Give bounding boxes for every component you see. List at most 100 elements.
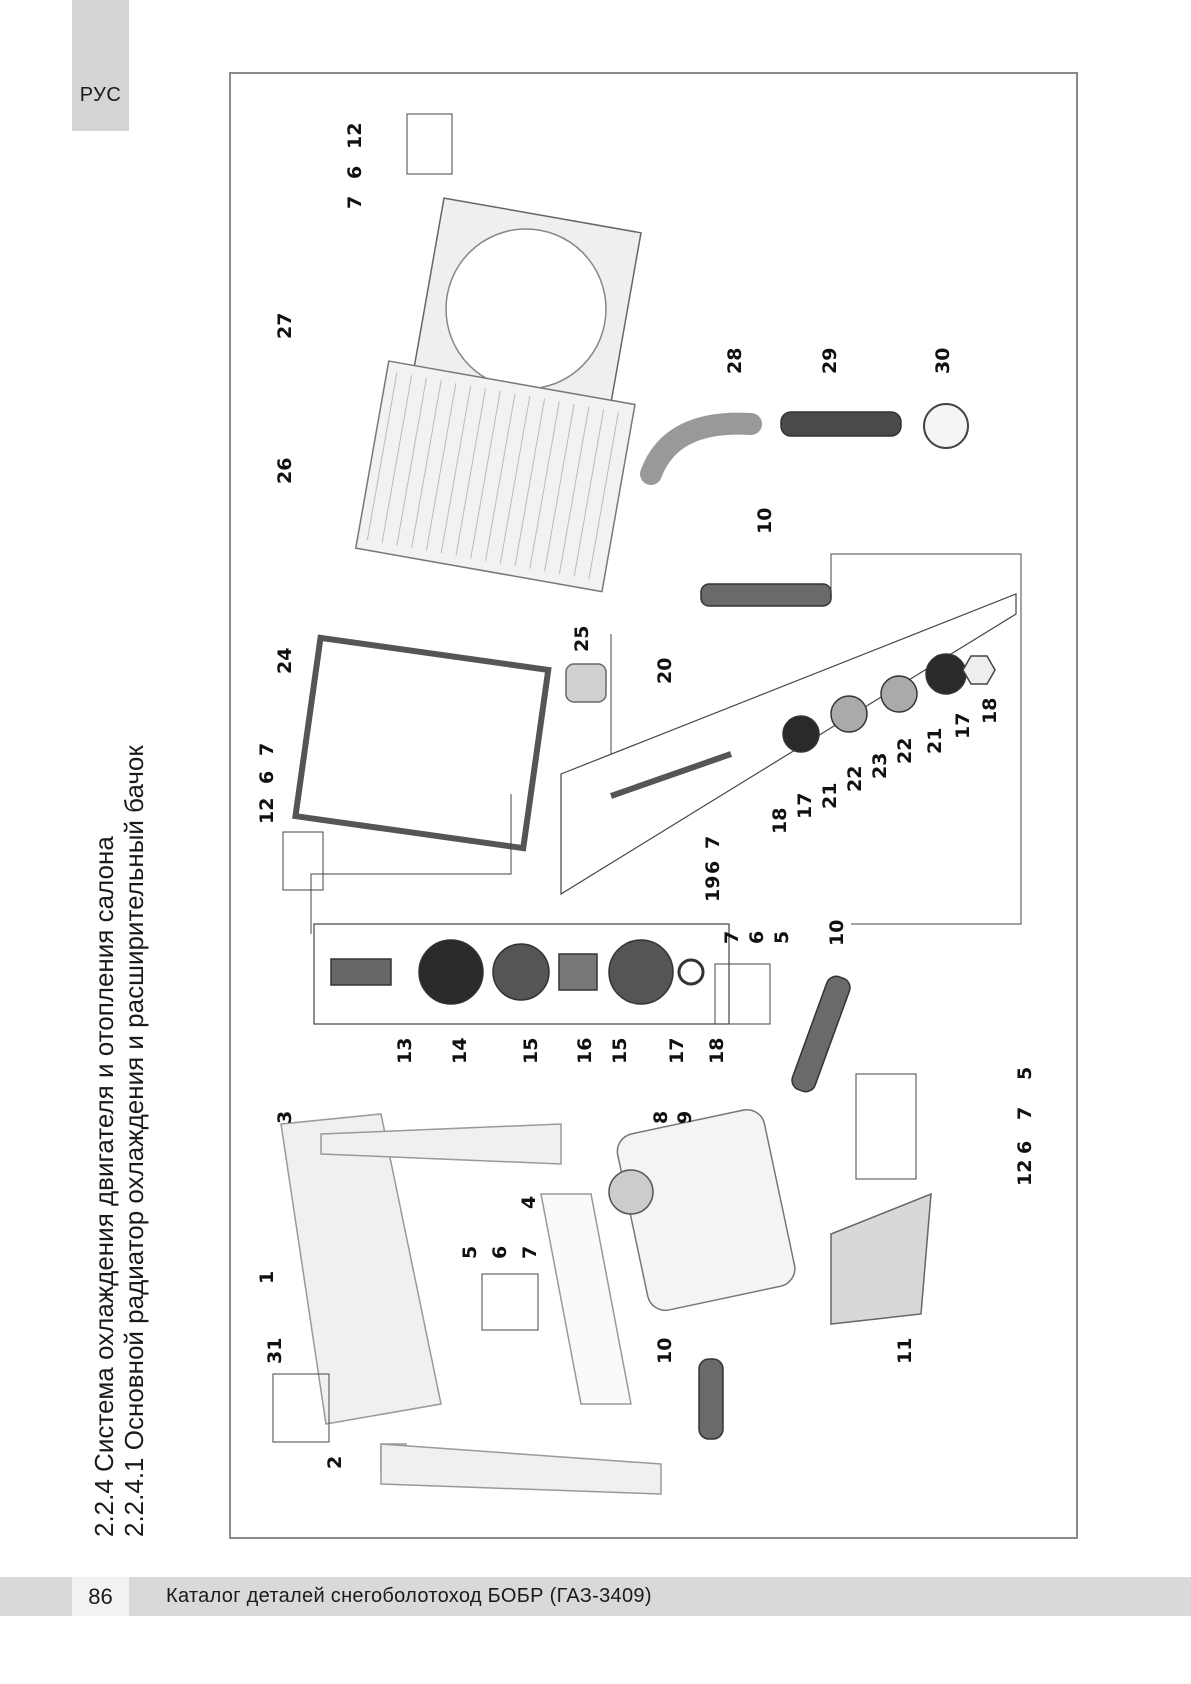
callout-7-rod: 7 xyxy=(702,836,724,849)
part-sleeve xyxy=(558,953,598,991)
callout-5-right: 5 xyxy=(1014,1067,1036,1080)
part-washer-21a xyxy=(782,715,820,753)
exploded-parts-diagram: 12 6 7 27 26 28 29 30 10 24 25 20 7 6 12… xyxy=(256,113,1036,1495)
callout-23: 23 xyxy=(869,753,891,779)
callout-3: 3 xyxy=(274,1111,296,1124)
callout-6-top: 6 xyxy=(344,166,366,179)
fastener-box-top xyxy=(406,113,453,175)
callout-10-upper: 10 xyxy=(754,508,776,534)
rod-assembly-box xyxy=(560,593,1017,896)
callout-6-rod: 6 xyxy=(702,861,724,874)
part-hose-10-upper xyxy=(700,583,832,607)
part-radiator-frame xyxy=(292,634,552,852)
callout-14: 14 xyxy=(449,1038,471,1064)
part-rod xyxy=(610,751,732,799)
callout-17-rod-a: 17 xyxy=(794,793,816,819)
part-washer-22a xyxy=(830,695,868,733)
callout-6-mid: 6 xyxy=(746,931,768,944)
part-hose xyxy=(780,411,902,437)
section-titles: 2.2.4 Система охлаждения двигателя и ото… xyxy=(89,657,149,1537)
callout-6-shield: 6 xyxy=(489,1246,511,1259)
catalog-title: Каталог деталей снегоболотоход БОБР (ГАЗ… xyxy=(166,1585,652,1607)
page-number: 86 xyxy=(72,1577,129,1616)
callout-15-b: 15 xyxy=(609,1038,631,1064)
section-title: 2.2.4 Система охлаждения двигателя и ото… xyxy=(89,836,119,1537)
part-radiator xyxy=(354,360,636,593)
part-hose-10-middle xyxy=(791,975,851,1093)
part-plug xyxy=(923,403,969,449)
callout-6-right: 6 xyxy=(1014,1141,1036,1154)
callout-7-shield: 7 xyxy=(519,1246,541,1259)
link-line-c xyxy=(830,553,1022,925)
callout-5-shield: 5 xyxy=(459,1246,481,1259)
part-shield-4 xyxy=(540,1193,632,1405)
part-shield-3 xyxy=(320,1123,562,1165)
callout-25: 25 xyxy=(571,626,593,652)
callout-9: 9 xyxy=(674,1111,696,1124)
part-upper-hose xyxy=(640,412,762,485)
part-tank-cap xyxy=(608,1169,654,1215)
callout-5-mid: 5 xyxy=(771,931,793,944)
callout-21-rod-a: 21 xyxy=(819,783,841,809)
part-bolt xyxy=(330,958,392,986)
link-line-a xyxy=(310,794,512,934)
callout-7-top: 7 xyxy=(344,196,366,209)
callout-26: 26 xyxy=(274,458,296,484)
part-shield-2-long xyxy=(380,1443,662,1495)
part-cushion-14 xyxy=(418,939,484,1005)
parts-diagram-frame: 12 6 7 27 26 28 29 30 10 24 25 20 7 6 12… xyxy=(229,72,1078,1539)
callout-12-top: 12 xyxy=(344,123,366,149)
callout-12-right: 12 xyxy=(1014,1160,1036,1186)
callout-17-rod-b: 17 xyxy=(952,713,974,739)
callout-6-left: 6 xyxy=(256,771,278,784)
callout-18-rod-a: 18 xyxy=(769,808,791,834)
fastener-box-shield xyxy=(481,1273,539,1331)
callout-10-lower: 10 xyxy=(654,1338,676,1364)
callout-28: 28 xyxy=(724,348,746,374)
callout-16: 16 xyxy=(574,1038,596,1064)
callout-18-rod-b: 18 xyxy=(979,698,1001,724)
language-label: РУС xyxy=(79,84,122,106)
callout-4: 4 xyxy=(518,1196,540,1209)
callout-21-rod-b: 21 xyxy=(924,728,946,754)
callout-7-left: 7 xyxy=(256,743,278,756)
bolt-assembly-box xyxy=(313,923,730,1025)
callout-24: 24 xyxy=(274,648,296,674)
language-tab: РУС xyxy=(72,0,129,131)
part-expansion-tank xyxy=(616,1109,796,1312)
callout-29: 29 xyxy=(819,348,841,374)
callout-31: 31 xyxy=(264,1338,286,1364)
part-washer-22b xyxy=(880,675,918,713)
callout-12-left: 12 xyxy=(256,798,278,824)
callout-13: 13 xyxy=(394,1038,416,1064)
callout-19: 19 xyxy=(702,876,724,902)
part-bracket xyxy=(830,1192,932,1325)
callout-27: 27 xyxy=(274,313,296,339)
callout-2: 2 xyxy=(324,1456,346,1469)
fastener-box-left xyxy=(282,831,324,891)
part-bushing xyxy=(565,663,607,703)
part-hose-10-lower xyxy=(698,1358,724,1440)
callout-8: 8 xyxy=(650,1111,672,1124)
part-shield-1 xyxy=(280,1113,442,1425)
part-cushion-15a xyxy=(492,943,550,1001)
callout-7-right: 7 xyxy=(1014,1107,1036,1120)
part-washer-17 xyxy=(677,958,705,986)
callout-30: 30 xyxy=(932,348,954,374)
callout-11: 11 xyxy=(894,1338,916,1364)
subsection-title: 2.2.4.1 Основной радиатор охлаждения и р… xyxy=(119,745,149,1537)
fastener-box-right xyxy=(855,1073,917,1180)
part-nut-18 xyxy=(962,655,996,685)
callout-15-a: 15 xyxy=(520,1038,542,1064)
part-washer-21b xyxy=(925,653,967,695)
callout-1: 1 xyxy=(256,1271,278,1284)
callout-20: 20 xyxy=(654,658,676,684)
fastener-box-clip xyxy=(272,1373,330,1443)
fastener-box-mid xyxy=(714,963,771,1025)
callout-22-rod-b: 22 xyxy=(894,738,916,764)
callout-7-mid: 7 xyxy=(721,931,743,944)
callout-22-rod-a: 22 xyxy=(844,766,866,792)
footer-bar xyxy=(0,1577,1191,1616)
part-cushion-15b xyxy=(608,939,674,1005)
callout-17-bolt: 17 xyxy=(666,1038,688,1064)
